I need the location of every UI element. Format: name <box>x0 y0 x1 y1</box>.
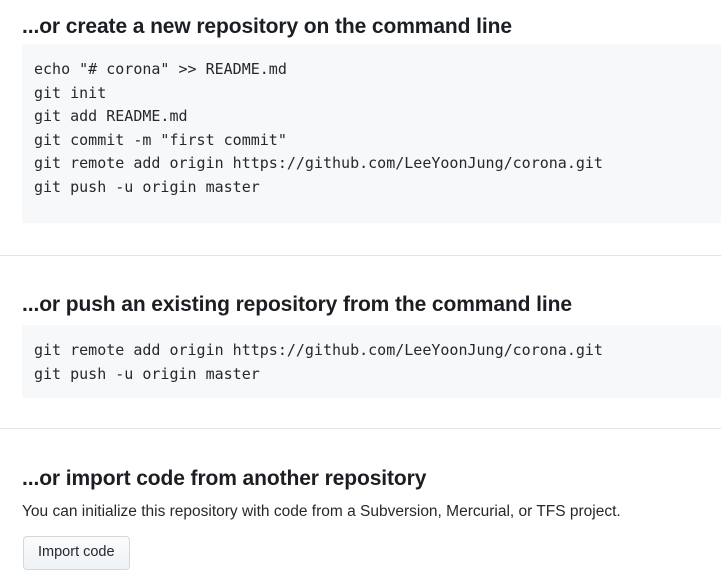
import-code-button[interactable]: Import code <box>23 536 130 570</box>
code-line: git init <box>34 83 107 102</box>
code-content: git remote add origin https://github.com… <box>34 339 721 386</box>
code-block-push-existing-repository[interactable]: git remote add origin https://github.com… <box>22 325 721 398</box>
code-line: git remote add origin https://github.com… <box>34 341 603 359</box>
code-block-create-new-repository[interactable]: echo "# corona" >> README.md git init git … <box>22 44 721 223</box>
code-line: git remote add origin https://github.com… <box>34 154 603 172</box>
import-code-description: You can initialize this repository with … <box>22 503 621 520</box>
code-content: echo "# corona" >> README.md git init git … <box>34 58 721 199</box>
page-title-push-existing-repository: ...or push an existing repository from t… <box>22 293 572 316</box>
code-line: git push -u origin master <box>34 364 260 383</box>
code-line: git commit -m "first commit" <box>34 130 287 149</box>
section-divider <box>0 428 721 429</box>
code-line: git add README.md <box>34 107 188 125</box>
code-line: git push -u origin master <box>34 177 260 196</box>
page-title-import-code: ...or import code from another repositor… <box>22 467 427 490</box>
code-line: echo "# corona" >> README.md <box>34 60 287 78</box>
page-title-create-new-repository: ...or create a new repository on the com… <box>22 15 512 38</box>
section-divider <box>0 255 721 256</box>
